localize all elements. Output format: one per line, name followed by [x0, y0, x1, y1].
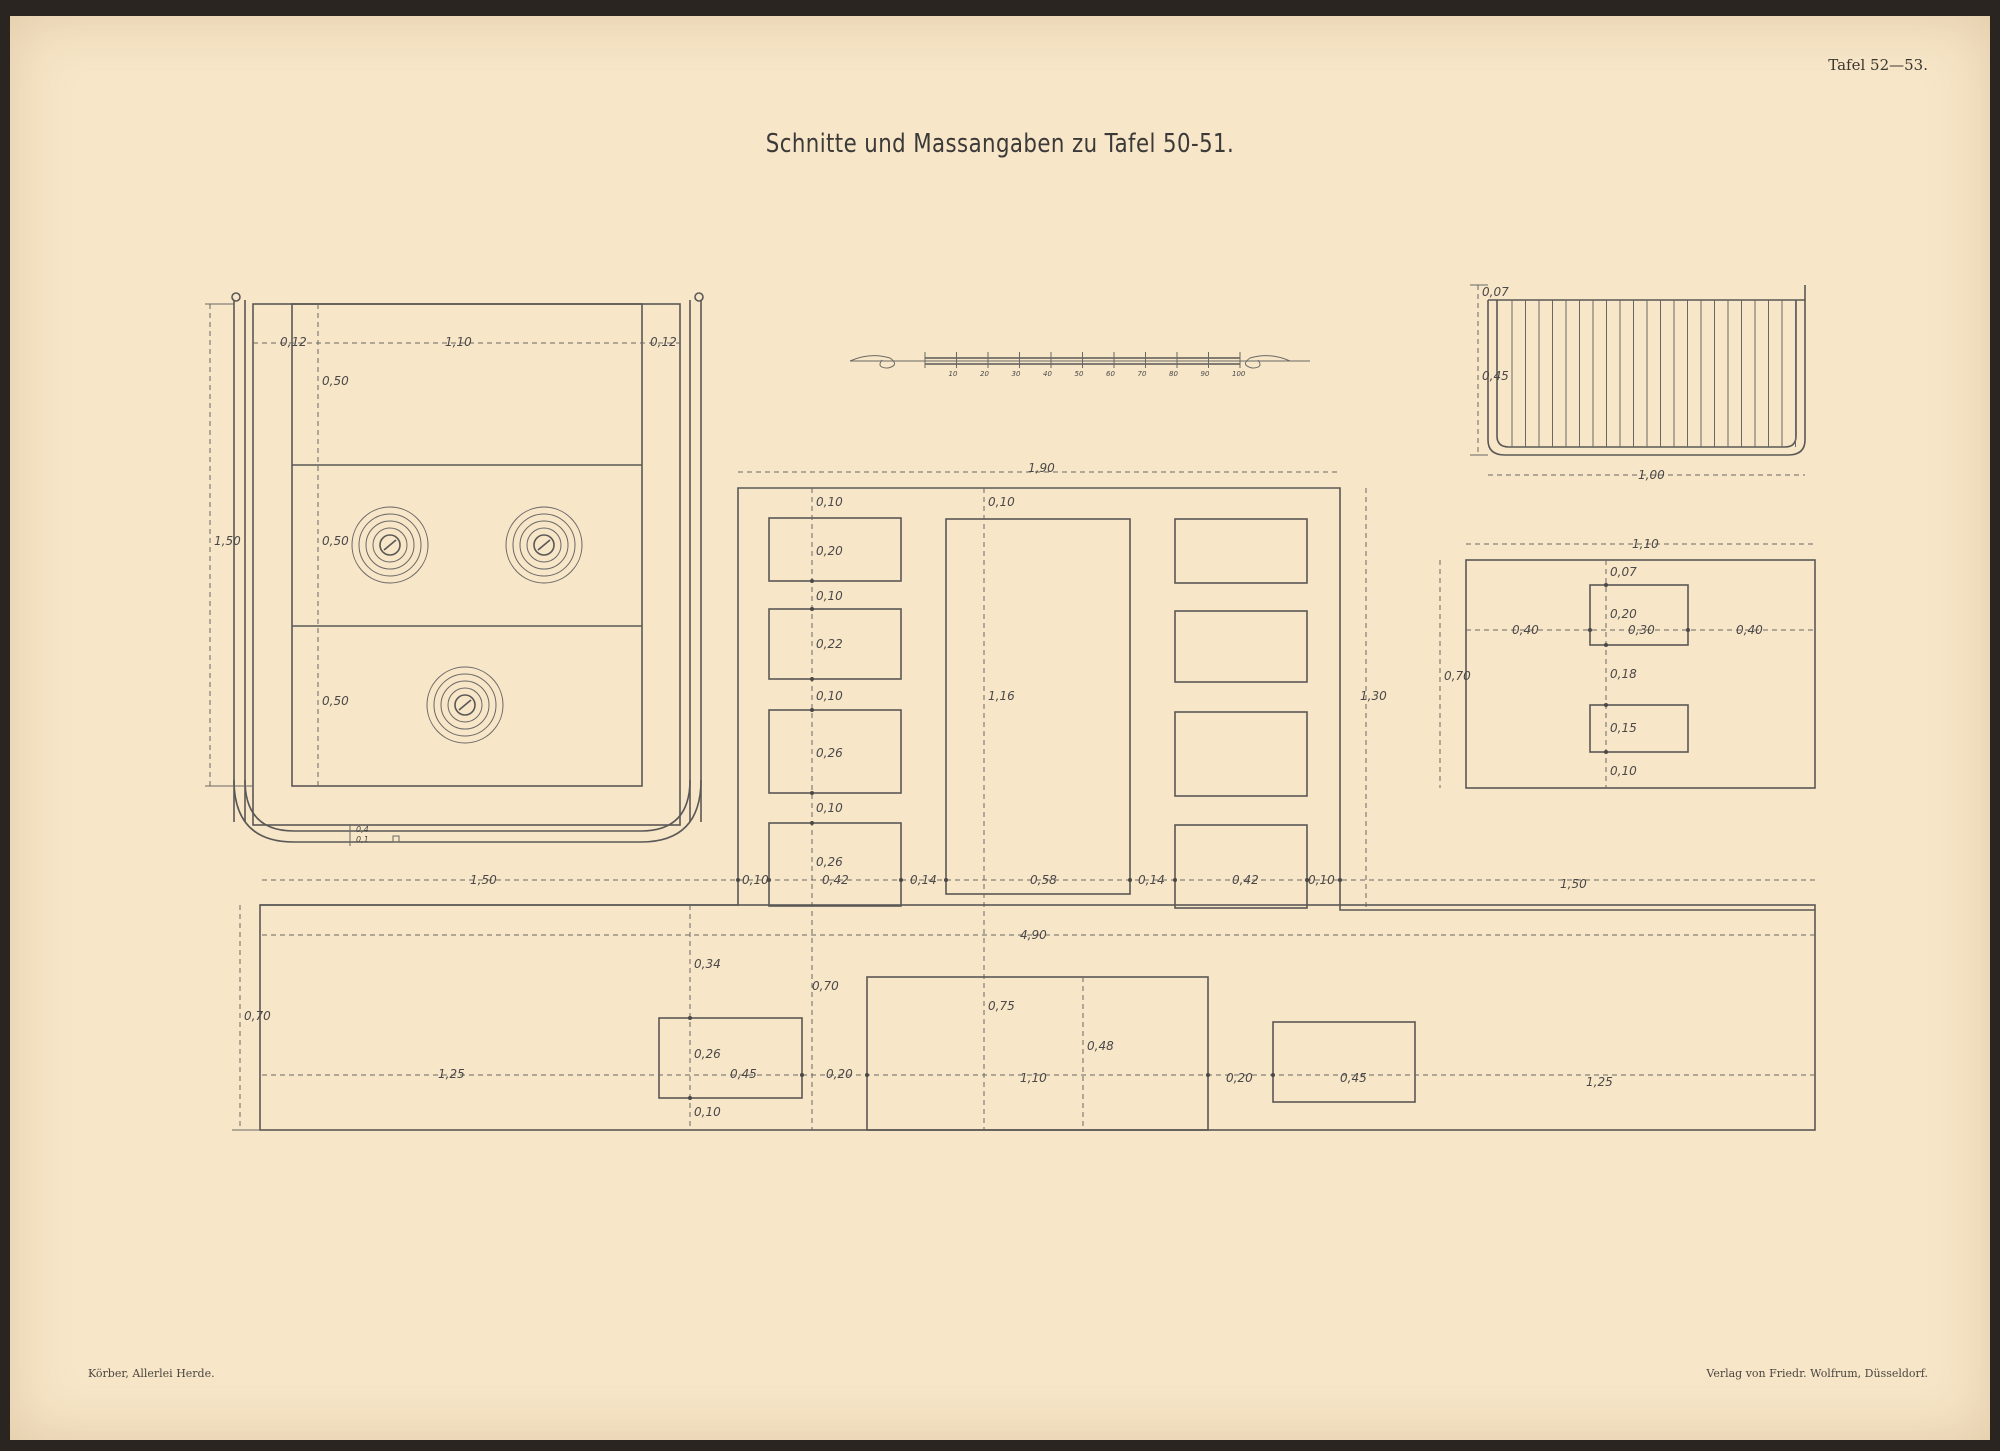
front-view: 4,90 0,70 1,25 0,45 0,20 1,10 0,20 0,45 …: [232, 904, 1816, 1131]
plan-box: [1174, 711, 1308, 797]
dim-small-v5: 0,10: [1610, 764, 1637, 778]
dim-small-right: 0,40: [1736, 623, 1763, 637]
front-right-box: [1272, 1021, 1416, 1103]
small-plan: 1,10 0,70 0,40 0,30 0,40 0,07 0,20 0,18 …: [1439, 537, 1816, 789]
dim-gap-4: 0,10: [1308, 873, 1335, 887]
dim-center-h: 0,75: [988, 999, 1015, 1013]
knob-icon: [231, 292, 241, 302]
dim-total: 4,90: [1020, 928, 1047, 942]
scale-label: 40: [1043, 370, 1052, 378]
dim-right-right: 1,50: [1560, 877, 1587, 891]
page-title: Schnitte und Massangaben zu Tafel 50-51.: [765, 129, 1235, 159]
plan-center-box: [945, 518, 1131, 895]
dim-left-left: 1,50: [470, 873, 497, 887]
dim-box-3: 0,26: [816, 746, 843, 760]
knob-icon: [694, 292, 704, 302]
small-plan-box: [1589, 704, 1689, 753]
burner-icon: [426, 666, 504, 744]
dim-small-height: 0,70: [1444, 669, 1471, 683]
scale-label: 70: [1138, 370, 1147, 378]
dim-box-1: 0,20: [816, 544, 843, 558]
dim-box-w2: 0,42: [1232, 873, 1259, 887]
dim-row-2: 0,50: [322, 534, 349, 548]
dim-small-v4: 0,15: [1610, 721, 1637, 735]
dim-mid-h: 0,70: [812, 979, 839, 993]
dim-small-v2: 0,20: [1610, 607, 1637, 621]
scale-bar: 10 20 30 40 50 60 70 80 90 100: [849, 352, 1310, 378]
plan-box: [768, 517, 902, 582]
scale-label: 50: [1075, 370, 1084, 378]
scale-label: 80: [1169, 370, 1178, 378]
middle-plan: 1,90 1,30 1,50 1,50 0,10 0,42 0,14 0,58 …: [260, 461, 1815, 1130]
dim-box-2: 0,22: [816, 637, 843, 651]
dim-width: 1,10: [445, 335, 472, 349]
plan-box: [1174, 824, 1308, 909]
dim-rail-height: 0,45: [1482, 369, 1509, 383]
plan-box: [1174, 610, 1308, 683]
scale-label: 30: [1012, 370, 1021, 378]
dim-front-right: 1,25: [1586, 1075, 1613, 1089]
front-center-box: [866, 976, 1209, 1131]
dim-plan-width: 1,90: [1028, 461, 1055, 475]
drawing-sheet: Tafel 52—53. Schnitte und Massangaben zu…: [10, 16, 1990, 1440]
dim-center-top: 0,10: [988, 495, 1015, 509]
dim-box-gap-3: 0,10: [816, 801, 843, 815]
footer-publisher: Verlag von Friedr. Wolfrum, Düsseldorf.: [1706, 1367, 1928, 1380]
dim-rail-top: 0,07: [1482, 285, 1509, 299]
dim-box-w: 0,42: [822, 873, 849, 887]
dim-gap-3: 0,14: [1138, 873, 1165, 887]
dim-gap-l: 0,20: [826, 1067, 853, 1081]
scale-label: 60: [1106, 370, 1115, 378]
dim-gap-2: 0,14: [910, 873, 937, 887]
top-view-stove: 0,12 1,10 0,12 1,50 0,50 0,50 0,50 0,4 0…: [205, 292, 704, 846]
scale-label: 90: [1201, 370, 1210, 378]
dim-box-h: 0,26: [694, 1047, 721, 1061]
dim-box-gap-2: 0,10: [816, 689, 843, 703]
dim-center-w: 0,58: [1030, 873, 1057, 887]
dim-side-left: 0,12: [280, 335, 307, 349]
dim-col-top: 0,10: [816, 495, 843, 509]
dim-detail-1: 0,4: [356, 825, 369, 834]
dim-gap-1: 0,10: [742, 873, 769, 887]
dim-left-box: 0,45: [730, 1067, 757, 1081]
dim-small-v3: 0,18: [1610, 667, 1637, 681]
dim-center-h: 1,16: [988, 689, 1015, 703]
burner-icon: [505, 506, 583, 584]
dim-plan-height: 1,30: [1360, 689, 1387, 703]
dim-small-width: 1,10: [1632, 537, 1659, 551]
dim-box-gap: 0,10: [816, 589, 843, 603]
railing-elevation: 1,00 0,45 0,07: [1470, 284, 1806, 482]
dim-small-left: 0,40: [1512, 623, 1539, 637]
burner-icon: [351, 506, 429, 584]
dim-small-v1: 0,07: [1610, 565, 1637, 579]
plate-label: Tafel 52—53.: [1828, 56, 1928, 74]
dim-side-right: 0,12: [650, 335, 677, 349]
plan-box: [768, 608, 902, 680]
front-left-box: [658, 1017, 803, 1099]
dim-right-box: 0,45: [1340, 1071, 1367, 1085]
dim-rail-width: 1,00: [1638, 468, 1665, 482]
plan-box: [768, 709, 902, 794]
plan-box: [768, 822, 902, 907]
dim-inner-h: 0,48: [1087, 1039, 1114, 1053]
dim-box-4: 0,26: [816, 855, 843, 869]
scale-label: 100: [1232, 370, 1246, 378]
dim-detail-2: 0,1: [356, 835, 369, 844]
dim-box-bot: 0,10: [694, 1105, 721, 1119]
dim-front-height: 0,70: [244, 1009, 271, 1023]
dim-row-3: 0,50: [322, 694, 349, 708]
small-plan-box: [1589, 584, 1689, 646]
plan-box: [1174, 518, 1308, 584]
dim-gap-r: 0,20: [1226, 1071, 1253, 1085]
dim-row-1: 0,50: [322, 374, 349, 388]
dim-front-center: 1,10: [1020, 1071, 1047, 1085]
scale-label: 10: [949, 370, 958, 378]
footer-author: Körber, Allerlei Herde.: [88, 1367, 215, 1380]
dim-depth: 1,50: [214, 534, 241, 548]
scale-label: 20: [980, 370, 989, 378]
dim-small-center: 0,30: [1628, 623, 1655, 637]
dim-front-left: 1,25: [438, 1067, 465, 1081]
dim-box-top: 0,34: [694, 957, 721, 971]
